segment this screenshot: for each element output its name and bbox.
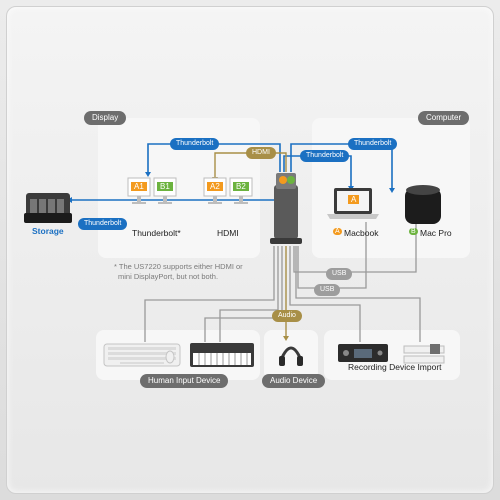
usb-line-input	[204, 246, 283, 342]
audio-device-panel	[264, 330, 318, 380]
badge-macbook-screen: A	[348, 195, 360, 204]
support-note-line2: mini DisplayPort, but not both.	[118, 272, 219, 281]
keyboard-device	[103, 343, 181, 367]
mouse-device	[165, 350, 175, 364]
human-input-section-tag: Human Input Device	[140, 374, 229, 388]
hdmi-cable-label: HDMI	[246, 147, 276, 159]
storage-label: Storage	[32, 226, 64, 236]
hdmi-display-label: HDMI	[217, 228, 239, 238]
recording-import-label: Recording Device Import	[348, 362, 442, 372]
card-reader-device	[403, 344, 445, 364]
macbook-label: Macbook	[344, 228, 379, 238]
computer-section-tag: Computer	[418, 111, 470, 125]
thunderbolt-cable-label-storage: Thunderbolt	[78, 218, 128, 230]
storage-device	[24, 193, 72, 223]
badge-a-macbook: A	[333, 228, 342, 235]
usb-line-keyboard2	[219, 246, 279, 342]
usb-line-import	[295, 246, 421, 342]
thunderbolt-line-macpro	[290, 143, 393, 188]
macpro-label: Mac Pro	[420, 228, 452, 238]
audio-device-section-tag: Audio Device	[262, 374, 326, 388]
thunderbolt-cable-label-macpro: Thunderbolt	[348, 138, 398, 150]
badge-a2: A2	[207, 182, 223, 191]
badge-b1: B1	[157, 182, 173, 191]
display-section-tag: Display	[84, 111, 127, 125]
badge-b-macpro: B	[409, 228, 418, 235]
usb-cable-label-2: USB	[314, 284, 341, 296]
midi-keyboard-device	[190, 343, 254, 367]
badge-b2: B2	[233, 182, 249, 191]
thunderbolt-cable-label-macbook: Thunderbolt	[300, 150, 350, 162]
badge-a1: A1	[131, 182, 147, 191]
usb-line-recorder	[289, 246, 361, 342]
dock-device	[270, 173, 302, 244]
macpro-device	[405, 185, 441, 224]
thunderbolt-display-label: Thunderbolt*	[132, 228, 181, 238]
usb-line-keyboard	[144, 246, 275, 342]
audio-cable-label: Audio	[272, 310, 302, 322]
recorder-device	[338, 344, 388, 362]
thunderbolt-cable-label-display: Thunderbolt	[170, 138, 220, 150]
support-note-line1: * The US7220 supports either HDMI or	[114, 262, 243, 271]
usb-cable-label-1: USB	[326, 268, 353, 280]
